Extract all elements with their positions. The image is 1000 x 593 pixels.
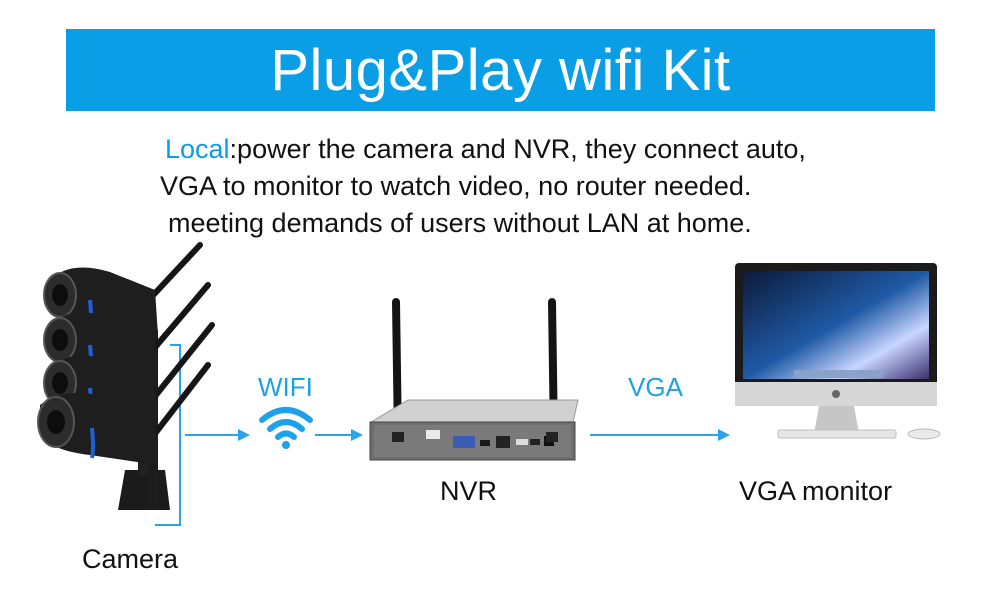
banner-title: Plug&Play wifi Kit (270, 37, 731, 103)
monitor-label: VGA monitor (739, 476, 893, 506)
title-banner: Plug&Play wifi Kit (66, 29, 935, 111)
arrow-wifi-to-nvr (315, 434, 353, 436)
description-line-1: Local:power the camera and NVR, they con… (165, 134, 806, 165)
description-line-2: VGA to monitor to watch video, no router… (160, 171, 752, 201)
nvr-label: NVR (440, 476, 498, 506)
arrow-head-1 (238, 429, 250, 441)
monitor-illustration (735, 263, 941, 440)
camera-label: Camera (82, 544, 179, 574)
arrow-nvr-to-monitor (590, 434, 720, 436)
camera-illustration (37, 242, 215, 526)
vga-label: VGA (628, 372, 683, 402)
local-keyword: Local (165, 134, 230, 164)
description-line-3: meeting demands of users without LAN at … (168, 208, 752, 238)
nvr-device (369, 298, 579, 461)
arrow-head-3 (718, 429, 730, 441)
wifi-icon (259, 407, 313, 449)
description-line-1-text: :power the camera and NVR, they connect … (229, 134, 806, 164)
arrow-camera-to-wifi (185, 434, 240, 436)
wifi-label: WIFI (258, 372, 313, 402)
arrow-head-2 (351, 429, 363, 441)
